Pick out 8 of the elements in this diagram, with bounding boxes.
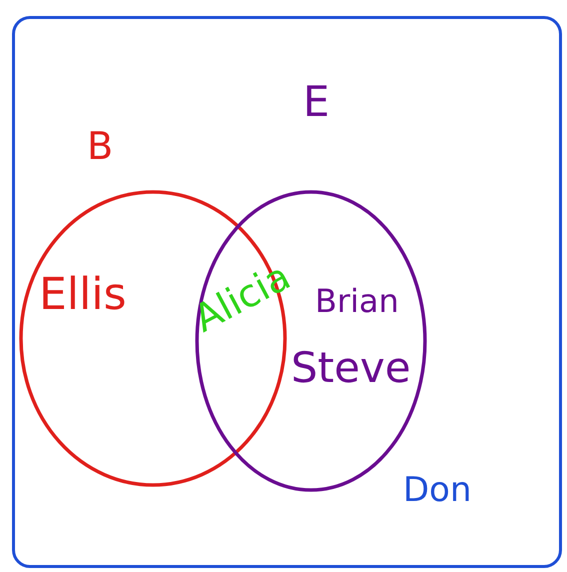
universe-rectangle bbox=[12, 16, 562, 568]
member-name: Alicia bbox=[188, 256, 296, 338]
member-name: Steve bbox=[291, 347, 411, 389]
member-name: Ellis bbox=[39, 273, 126, 317]
set-label: E bbox=[303, 81, 330, 123]
member-name: Brian bbox=[315, 285, 399, 317]
set-label: B bbox=[87, 127, 114, 165]
universe-label: Don bbox=[403, 473, 472, 507]
